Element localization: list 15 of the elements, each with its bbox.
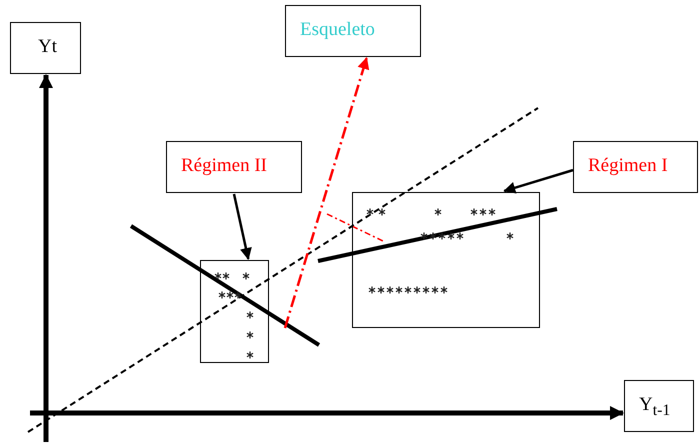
scatter-box <box>200 260 269 363</box>
scatter-box <box>352 192 540 328</box>
label-box <box>573 141 698 193</box>
arrow <box>232 194 252 260</box>
label-box <box>10 22 81 74</box>
label-text: Régimen I <box>588 156 668 175</box>
label-box <box>624 380 694 432</box>
arrow <box>284 57 370 328</box>
label-box <box>285 5 421 57</box>
label-box <box>166 141 302 193</box>
axis-label: Y$_{t-1}$ <box>639 395 670 419</box>
arrow <box>503 168 574 194</box>
label-text: Esqueleto <box>300 20 375 39</box>
axis-label: Yt <box>38 37 57 56</box>
label-text: Régimen II <box>181 156 268 175</box>
